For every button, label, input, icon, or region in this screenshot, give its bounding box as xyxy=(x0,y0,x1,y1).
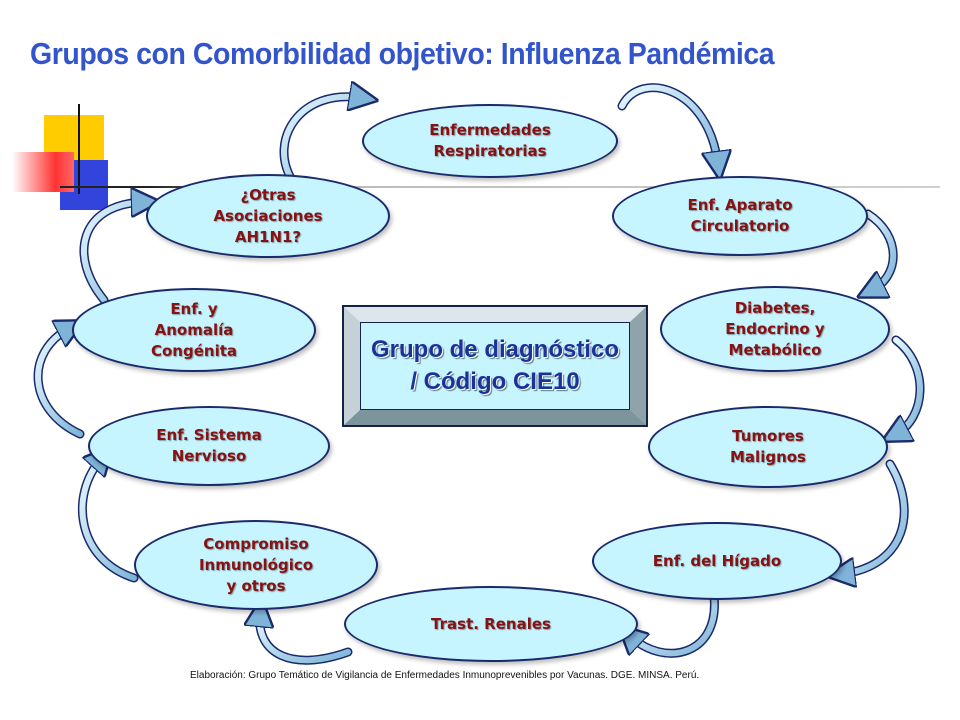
node-congenita: Enf. y Anomalía Congénita xyxy=(72,288,316,372)
center-label: Grupo de diagnóstico / Código CIE10 xyxy=(370,336,619,395)
arrow-inmunologico-to-nervioso xyxy=(78,458,139,583)
node-inmunologico: Compromiso Inmunológico y otros xyxy=(134,520,378,610)
decor-horizontal-line xyxy=(60,186,940,188)
arrow-tumores-to-higado xyxy=(842,459,909,574)
credit-text: Elaboración: Grupo Temático de Vigilanci… xyxy=(190,670,700,681)
node-tumores: Tumores Malignos xyxy=(648,406,888,488)
node-otras: ¿Otras Asociaciones AH1N1? xyxy=(146,174,390,258)
arrow-respiratorias-to-circulatorio xyxy=(617,83,718,164)
center-box: Grupo de diagnóstico / Código CIE10 xyxy=(342,305,648,427)
decor-red-square xyxy=(12,152,74,192)
slide-title: Grupos con Comorbilidad objetivo: Influe… xyxy=(30,36,775,71)
arrow-renales-to-inmunologico xyxy=(260,614,353,665)
node-higado: Enf. del Hígado xyxy=(592,522,842,600)
arrow-nervioso-to-congenita xyxy=(33,328,80,439)
arrow-circulatorio-to-diabetes xyxy=(868,209,898,290)
node-diabetes: Diabetes, Endocrino y Metabólico xyxy=(660,286,890,372)
node-circulatorio: Enf. Aparato Circulatorio xyxy=(612,176,868,256)
decor-vertical-line xyxy=(78,104,80,194)
arrow-congenita-to-otras xyxy=(79,202,144,305)
arrow-otras-to-respiratorias xyxy=(279,97,362,185)
center-box-inner: Grupo de diagnóstico / Código CIE10 xyxy=(360,322,630,410)
arrow-diabetes-to-tumores xyxy=(896,335,925,434)
center-box-bevel xyxy=(344,307,646,425)
node-renales: Trast. Renales xyxy=(344,586,638,662)
node-nervioso: Enf. Sistema Nervioso xyxy=(88,406,330,486)
arrow-higado-to-renales xyxy=(630,591,719,658)
node-respiratorias: Enfermedades Respiratorias xyxy=(362,104,618,178)
